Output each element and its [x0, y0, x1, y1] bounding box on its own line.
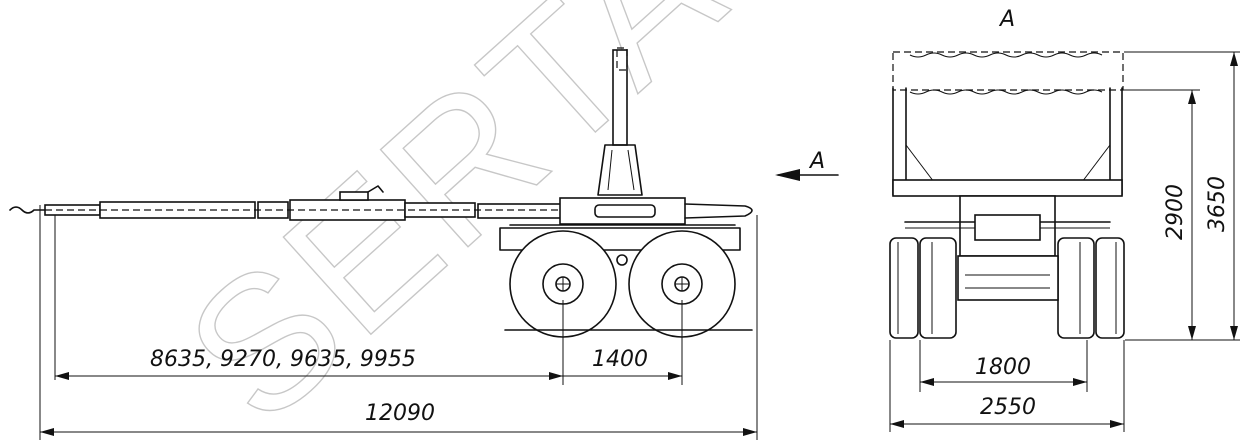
rear-wheels-left	[889, 237, 957, 339]
dim-overall-height: 3650	[1205, 176, 1230, 232]
wheel-front	[509, 230, 617, 338]
dim-track-width: 1800	[975, 355, 1031, 380]
bunk-outline	[892, 87, 1123, 196]
rear-wheels-right	[1057, 237, 1125, 339]
chain-lower	[909, 89, 1103, 95]
side-view: A 8635, 9270, 9635, 9955 1400 12090	[9, 47, 839, 440]
dim-wheelbase-options: 8635, 9270, 9635, 9955	[150, 347, 416, 372]
tow-hook	[9, 206, 47, 214]
stake	[612, 49, 628, 146]
view-label: A	[998, 7, 1015, 32]
rear-frame-end	[684, 203, 753, 219]
dim-stake-height: 2900	[1163, 184, 1188, 240]
dim-overall-width: 2550	[980, 395, 1036, 420]
drawbar-segment	[257, 201, 289, 219]
dim-overall-length: 12090	[365, 401, 435, 426]
stake-bracket	[597, 144, 643, 196]
rear-view: A	[889, 7, 1240, 432]
center-pivot	[616, 254, 628, 266]
chain-top	[909, 52, 1103, 58]
drawbar-fitting	[339, 191, 369, 201]
dim-axle-spacing: 1400	[592, 347, 648, 372]
suspension-frame	[499, 227, 741, 251]
view-arrow-label: A	[808, 149, 825, 174]
bunk-beam	[892, 179, 1123, 197]
